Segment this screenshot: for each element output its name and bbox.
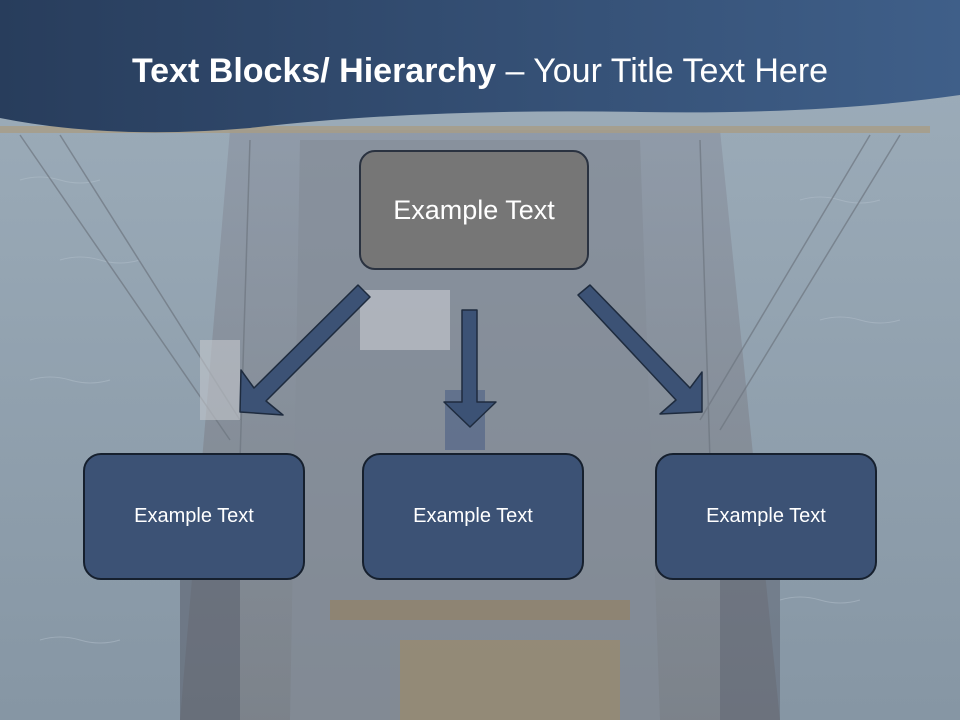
child-box-right[interactable]: Example Text: [655, 453, 877, 580]
child-box-center[interactable]: Example Text: [362, 453, 584, 580]
title-dash: –: [496, 52, 534, 90]
top-level-box[interactable]: Example Text: [359, 150, 589, 270]
title-bold-part: Text Blocks/ Hierarchy: [131, 52, 497, 90]
arrow-center: [443, 309, 497, 428]
child-box-left[interactable]: Example Text: [83, 453, 305, 580]
title-band: [0, 0, 960, 133]
arrow-right: [577, 284, 703, 415]
title-regular-part: Your Title Text Here: [533, 52, 829, 90]
arrow-left: [239, 284, 371, 416]
slide-title: Text Blocks/ Hierarchy – Your Title Text…: [0, 52, 960, 91]
